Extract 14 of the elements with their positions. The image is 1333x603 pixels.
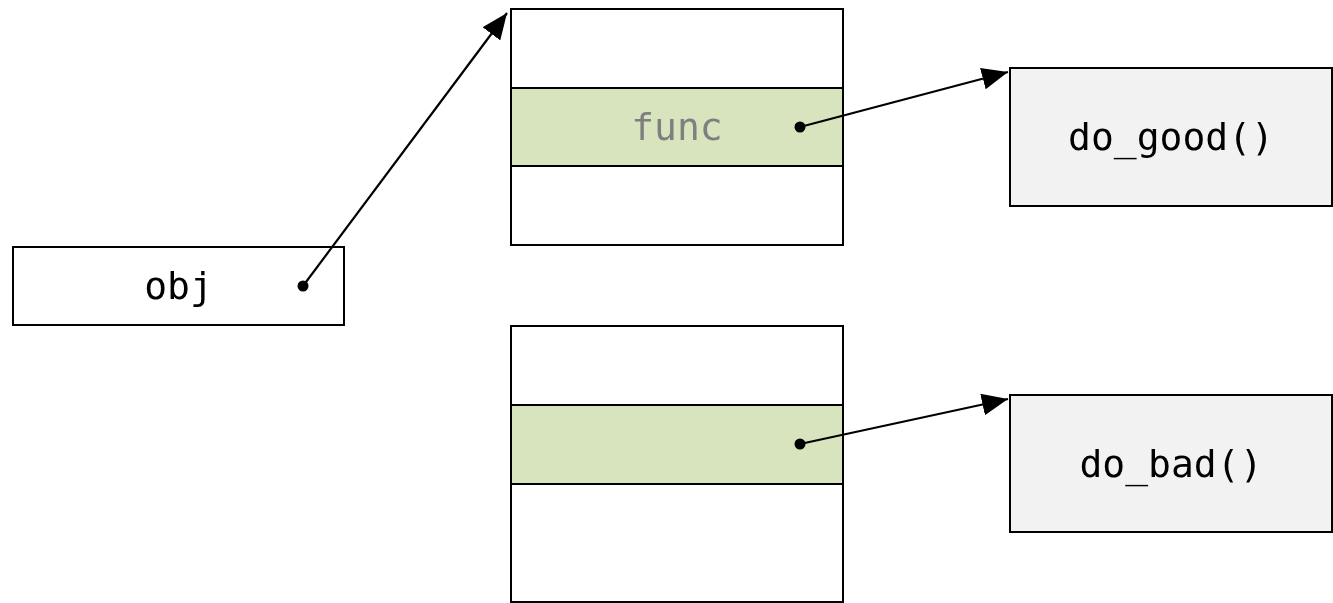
memory-block [510,325,844,603]
code-label: func [631,105,723,149]
slot-row [510,404,844,485]
pointer-arrow [794,392,1009,450]
pointer-arrow [794,67,1009,133]
code-label: do_good() [1068,115,1274,159]
code-label: obj [144,264,213,308]
node-box [1009,394,1333,533]
slot-row [510,87,844,167]
code-label: do_bad() [1079,441,1263,486]
node-box [12,246,345,326]
memory-block [510,8,844,246]
pointer-arrow [297,12,508,292]
node-box [1009,67,1333,207]
